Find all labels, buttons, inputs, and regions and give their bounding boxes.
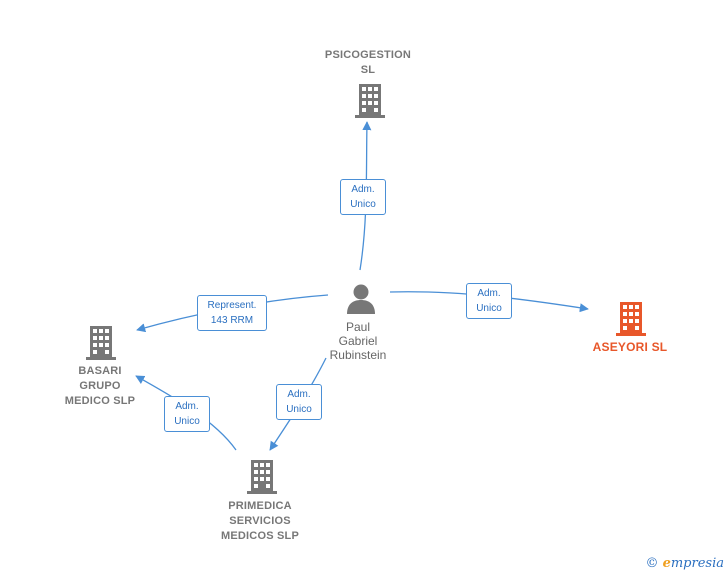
copyright-symbol: © — [645, 556, 659, 571]
building-icon[interactable] — [247, 460, 277, 494]
edge-label-to-primedica: Adm. Unico — [276, 384, 322, 420]
company-label-primedica[interactable]: PRIMEDICA SERVICIOS MEDICOS SLP — [221, 500, 299, 542]
building-icon[interactable] — [355, 84, 385, 118]
company-label-psicogestion[interactable]: PSICOGESTION SL — [324, 49, 412, 76]
edge-label-to-psicogestion: Adm. Unico — [340, 179, 386, 215]
brand-logo-initial: e — [662, 556, 671, 571]
company-label-aseyori[interactable]: ASEYORI SL — [592, 340, 668, 354]
company-label-basari[interactable]: BASARI GRUPO MEDICO SLP — [64, 365, 136, 407]
building-icon[interactable] — [616, 302, 646, 336]
edge-label-primedica-to-basari: Adm. Unico — [164, 396, 210, 432]
building-icon[interactable] — [86, 326, 116, 360]
edge-label-to-basari: Represent. 143 RRM — [197, 295, 267, 331]
brand-footer: © empresia — [645, 556, 724, 571]
person-icon[interactable] — [345, 284, 377, 314]
edge-label-to-aseyori: Adm. Unico — [466, 283, 512, 319]
brand-logo-text: mpresia — [670, 556, 724, 571]
person-label[interactable]: Paul Gabriel Rubinstein — [329, 320, 387, 362]
